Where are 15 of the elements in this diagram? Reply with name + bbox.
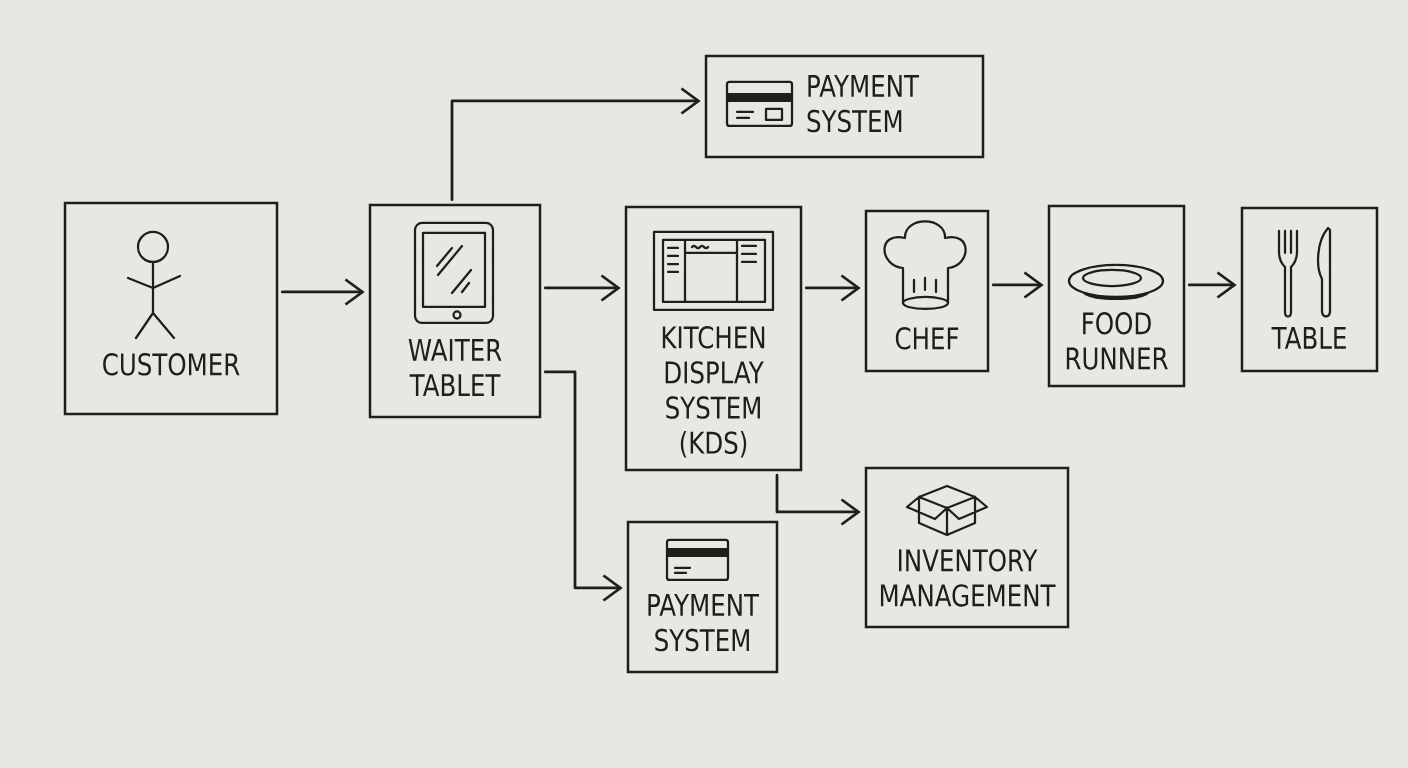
process-box: CUSTOMER (63, 201, 279, 416)
arrow (280, 278, 365, 306)
process-box: CHEF (864, 209, 990, 373)
arrow (775, 473, 861, 526)
process-box: PAYMENT SYSTEM (704, 54, 985, 159)
arrow (543, 274, 621, 302)
process-box: WAITER TABLET (368, 203, 542, 419)
process-box: KITCHEN DISPLAY SYSTEM (KDS) (624, 205, 803, 472)
process-box: PAYMENT SYSTEM (626, 520, 779, 674)
process-box: TABLE (1240, 206, 1379, 373)
process-box: INVENTORY MANAGEMENT (864, 466, 1070, 629)
arrow (804, 274, 861, 302)
arrow (543, 370, 623, 602)
arrow (450, 87, 701, 202)
process-box: FOOD RUNNER (1047, 204, 1186, 388)
